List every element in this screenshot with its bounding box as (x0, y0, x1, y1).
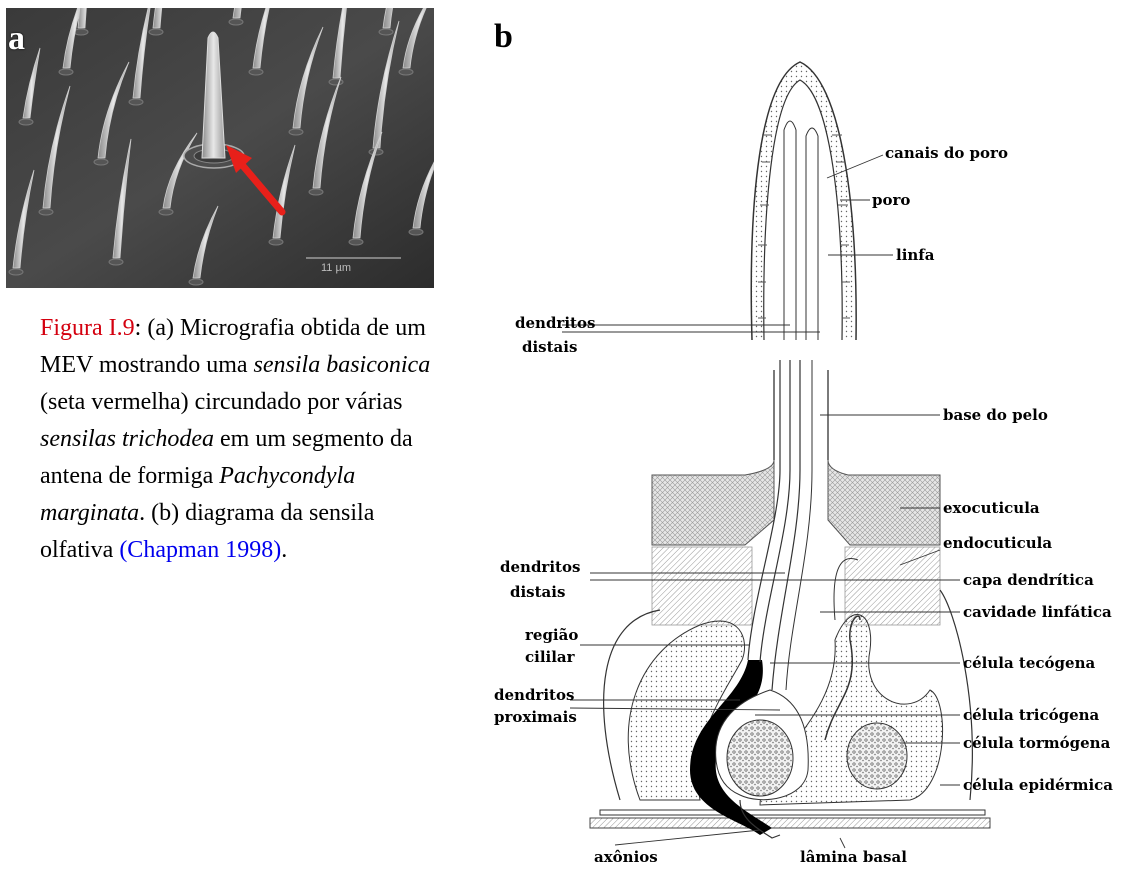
label-celula-tricogena: célula tricógena (963, 706, 1100, 724)
label-celula-tecogena: célula tecógena (963, 654, 1095, 672)
caption-text-2: (seta vermelha) circundado por várias (40, 389, 403, 415)
label-canais-do-poro: canais do poro (885, 144, 1008, 162)
label-capa-dendritica: capa dendrítica (963, 571, 1094, 589)
label-dendritos-distais-mid-1: dendritos (500, 558, 580, 576)
figure-label: Figura I.9 (40, 315, 135, 341)
label-dendritos-proximais-1: dendritos (494, 686, 574, 704)
scale-bar-label: 11 µm (321, 262, 351, 274)
label-regiao-1: região (525, 626, 578, 644)
label-dendritos-distais-top-2: distais (522, 338, 577, 356)
label-axonios: axônios (594, 848, 658, 866)
figure-caption: Figura I.9: (a) Micrografia obtida de um… (40, 310, 440, 569)
panel-a-letter: a (8, 20, 25, 58)
label-base-do-pelo: base do pelo (943, 406, 1048, 424)
caption-italic-2: sensilas trichodea (40, 426, 214, 452)
label-poro: poro (872, 191, 910, 209)
label-lamina-basal: lâmina basal (800, 848, 907, 866)
sensillum-diagram: canais do poro poro linfa dendritos dist… (490, 40, 1128, 892)
label-regiao-2: cililar (525, 648, 576, 666)
label-dendritos-distais-mid-2: distais (510, 583, 565, 601)
label-dendritos-proximais-2: proximais (494, 708, 577, 726)
label-endocuticula: endocuticula (943, 534, 1052, 552)
caption-italic-1: sensila basiconica (254, 352, 431, 378)
sensillum-base (590, 360, 990, 838)
label-celula-epidermica: célula epidérmica (963, 776, 1113, 794)
citation-link[interactable]: (Chapman 1998) (119, 537, 281, 563)
caption-text-5: . (281, 537, 287, 563)
hair-tip (751, 62, 856, 340)
label-cavidade-linfatica: cavidade linfática (963, 603, 1112, 621)
label-dendritos-distais-top-1: dendritos (515, 314, 595, 332)
label-celula-tormogena: célula tormógena (963, 734, 1111, 752)
label-linfa: linfa (896, 246, 935, 264)
sem-micrograph: 11 µm (6, 8, 434, 288)
label-exocuticula: exocuticula (943, 499, 1040, 517)
